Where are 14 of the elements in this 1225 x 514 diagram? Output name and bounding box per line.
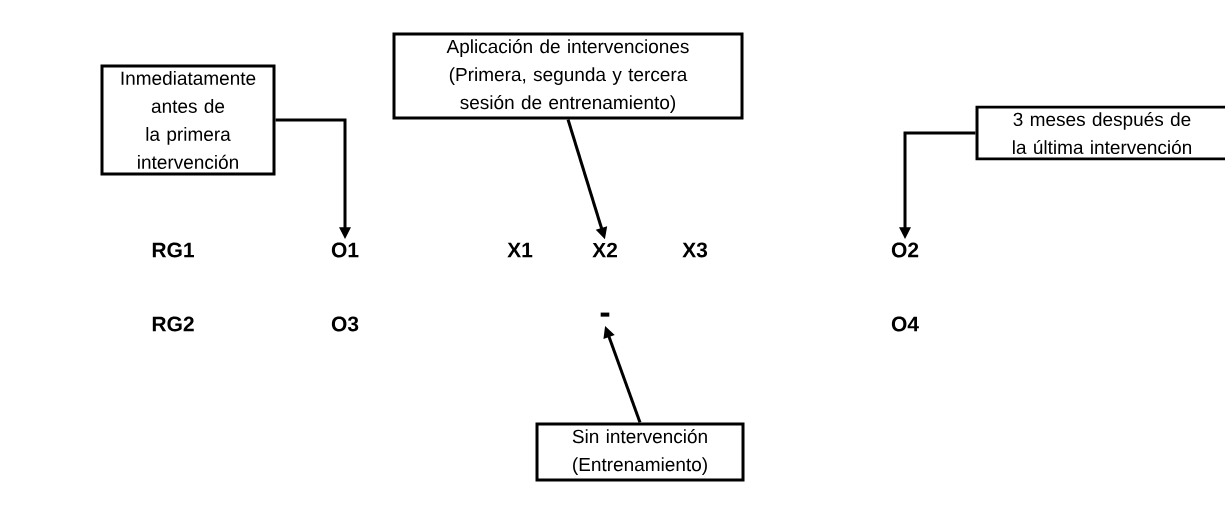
text-box: 3 meses después de la última intervención [975, 105, 1225, 161]
symbol-text: RG1 [152, 242, 194, 258]
symbol-text: X3 [682, 242, 708, 258]
symbol-text: O3 [331, 316, 359, 332]
text-box: Inmediatamente antes de la primera intervención [100, 64, 276, 176]
symbol-text: X2 [592, 242, 617, 258]
symbol-text: - [600, 312, 610, 317]
symbol-text: X1 [507, 242, 533, 258]
text-box: Aplicación de intervenciones (Primera, segunda y tercera sesión de entrenamiento) [392, 32, 744, 120]
symbol-text: O1 [331, 242, 359, 258]
symbol-text: RG2 [152, 316, 194, 332]
text-box: Sin intervención (Entrenamiento) [535, 422, 745, 482]
symbol-text: O2 [891, 242, 919, 258]
symbol-text: O4 [891, 316, 919, 332]
